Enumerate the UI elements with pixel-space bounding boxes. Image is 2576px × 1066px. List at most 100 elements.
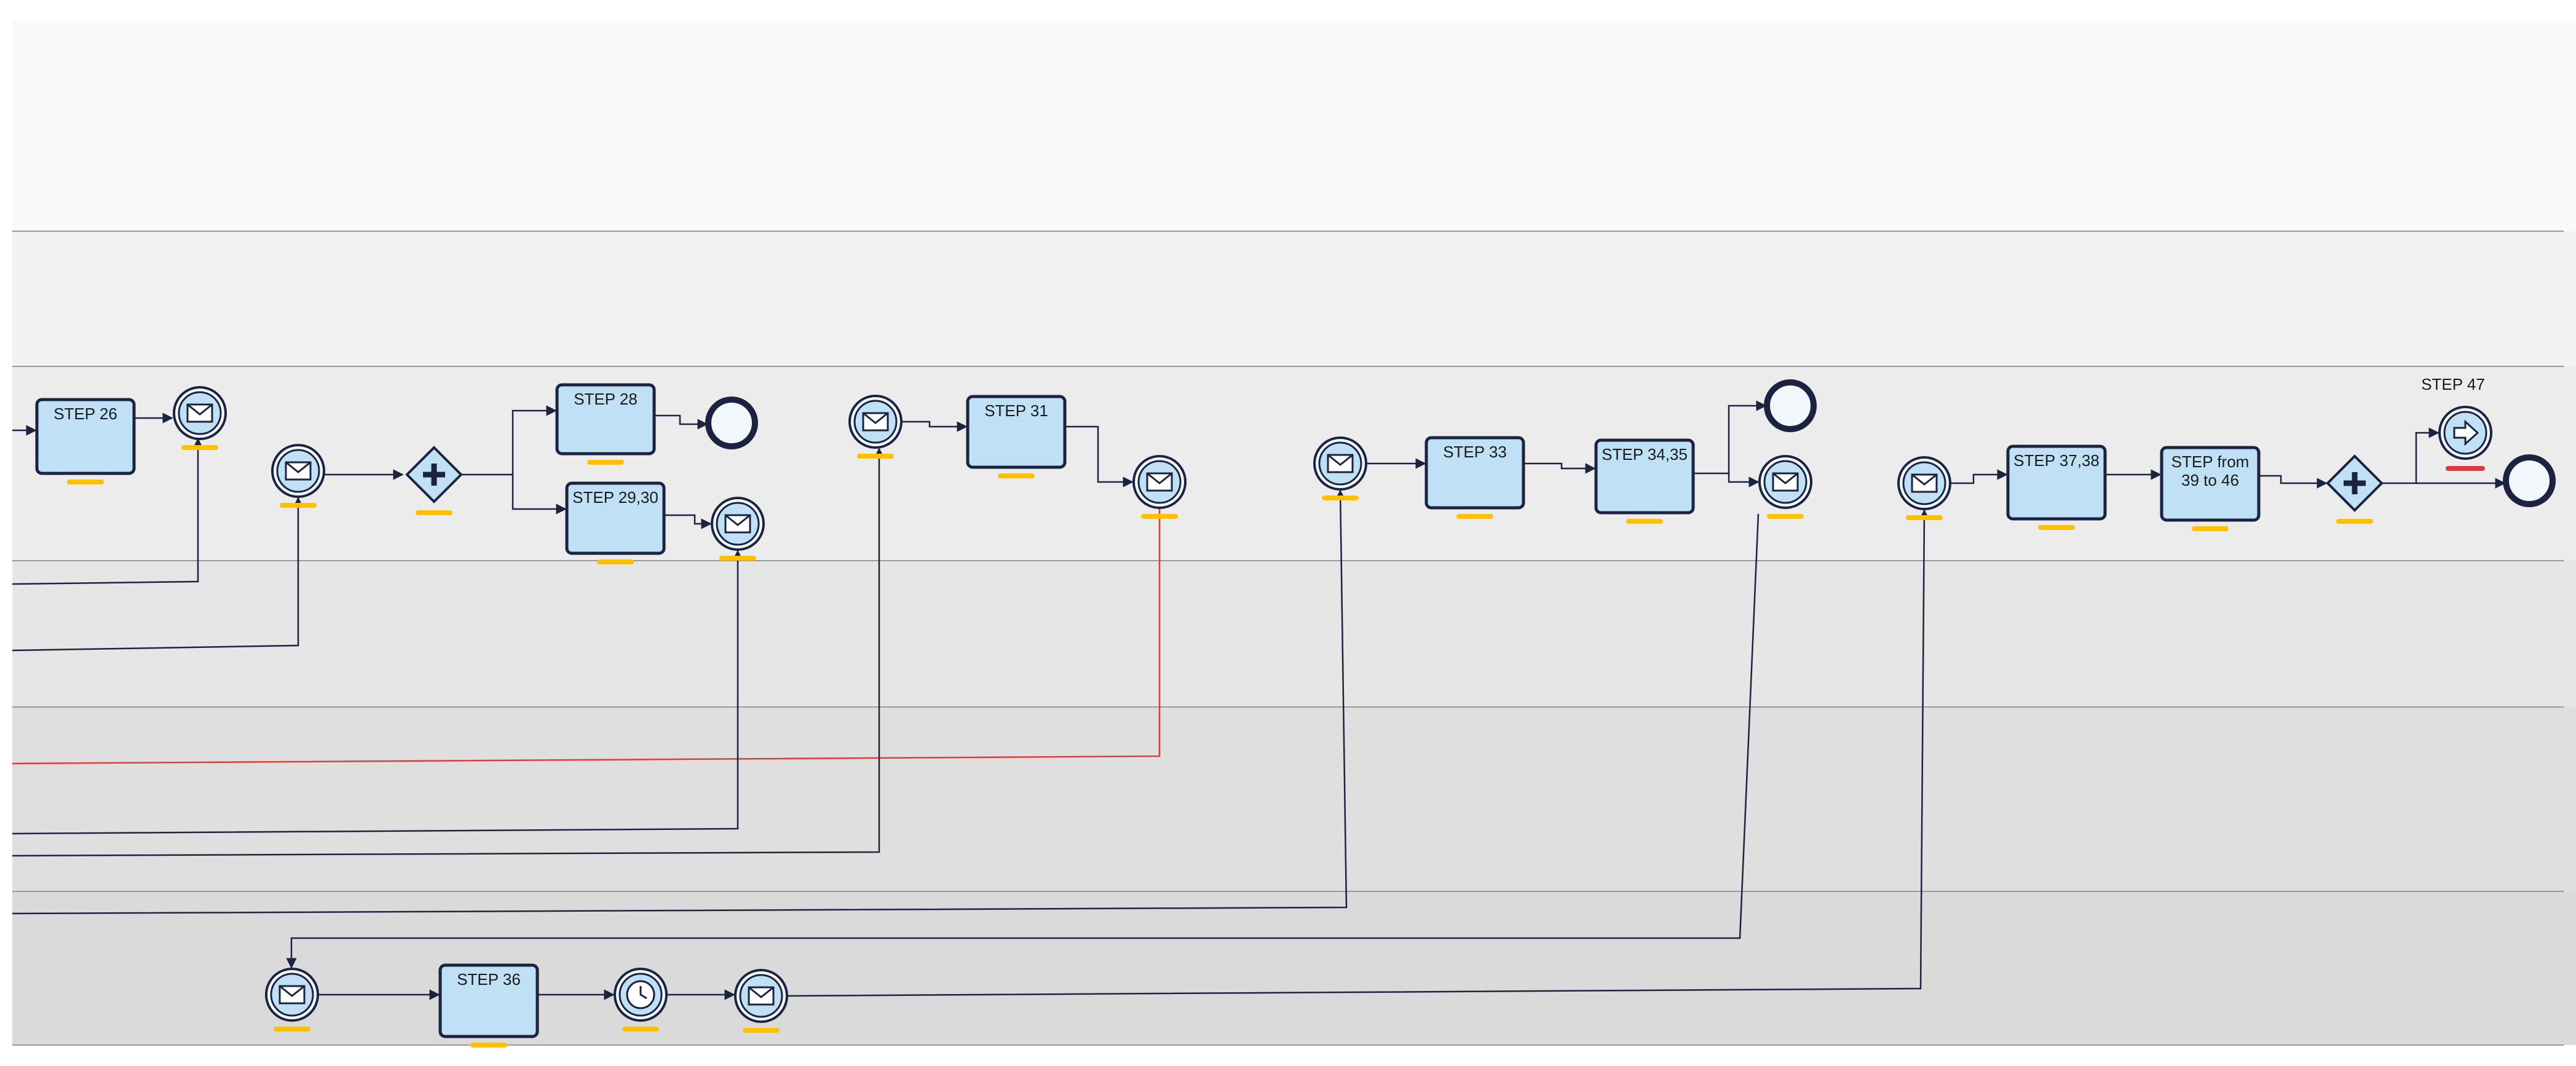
event-status-marker	[1322, 495, 1359, 500]
task-label: STEP 31	[984, 401, 1048, 420]
sequence-flows	[12, 400, 2506, 1000]
gateway-g1[interactable]	[405, 446, 463, 503]
envelope-flap	[1147, 472, 1172, 484]
task-t3435[interactable]: STEP 34,35	[1594, 438, 1695, 515]
sequence-flow	[12, 448, 885, 857]
envelope-flap	[1772, 472, 1798, 484]
sequence-flow	[664, 514, 712, 529]
task-box[interactable]	[1424, 436, 1525, 510]
task-label: STEP 33	[1443, 443, 1507, 461]
task-label: STEP 37,38	[2013, 451, 2100, 470]
event-s47[interactable]: STEP 47	[2421, 375, 2492, 460]
task-t31[interactable]: STEP 31	[966, 395, 1067, 469]
lane-6	[12, 891, 2576, 1045]
sequence-flow	[2259, 475, 2328, 489]
task-t26[interactable]: STEP 26	[35, 398, 136, 475]
task-box[interactable]	[966, 395, 1067, 469]
task-box[interactable]	[2006, 444, 2107, 521]
envelope-flap	[748, 986, 774, 998]
envelope-flap	[285, 461, 311, 473]
envelope-flap	[863, 412, 888, 424]
event-e1[interactable]	[705, 397, 758, 449]
event-m4[interactable]	[848, 395, 903, 449]
end-event-icon[interactable]	[705, 397, 758, 449]
event-status-marker	[719, 556, 756, 561]
sequence-flow	[1693, 400, 1767, 475]
event-m8[interactable]	[1897, 456, 1951, 510]
sequence-flow	[286, 513, 1760, 969]
sequence-flow	[2382, 427, 2440, 484]
envelope-flap	[279, 985, 305, 997]
event-status-marker	[274, 1027, 310, 1032]
task-box[interactable]	[2160, 446, 2261, 522]
task-status-marker	[597, 559, 634, 564]
event-status-marker	[1141, 514, 1178, 519]
error-flow	[12, 509, 1161, 765]
event-m1[interactable]	[173, 386, 227, 440]
task-box[interactable]	[438, 963, 539, 1038]
envelope-icon	[1772, 472, 1799, 492]
sequence-flow	[12, 497, 304, 652]
task-status-marker	[470, 1043, 507, 1048]
task-t2930[interactable]: STEP 29,30	[565, 481, 666, 555]
event-m5[interactable]	[1132, 455, 1187, 509]
sequence-flow	[461, 405, 557, 476]
task-box[interactable]	[565, 481, 666, 555]
task-t36[interactable]: STEP 36	[438, 963, 539, 1038]
lane-1	[12, 21, 2576, 231]
event-e3[interactable]	[2503, 454, 2556, 507]
event-m3[interactable]	[711, 497, 765, 551]
task-label: STEP 26	[53, 405, 117, 423]
gateway-status-marker	[2336, 519, 2373, 524]
clock-hands	[639, 986, 647, 1000]
event-status-marker	[743, 1028, 780, 1033]
sequence-flow	[12, 489, 1348, 915]
task-label: STEP 34,35	[1602, 445, 1688, 464]
task-status-marker	[998, 473, 1035, 478]
gateway-g2[interactable]	[2326, 454, 2384, 512]
event-m7[interactable]	[1758, 455, 1812, 509]
sequence-flow	[1065, 425, 1134, 488]
event-label: STEP 47	[2421, 375, 2485, 393]
event-m10[interactable]	[734, 969, 788, 1023]
sequence-flow	[12, 550, 743, 835]
task-box[interactable]	[35, 398, 136, 475]
sequence-flow	[1523, 462, 1596, 474]
end-event-icon[interactable]	[1764, 379, 1817, 432]
event-m9[interactable]	[265, 968, 319, 1022]
task-status-marker	[2038, 525, 2075, 530]
task-status-marker	[587, 460, 624, 465]
event-e2[interactable]	[1764, 379, 1817, 432]
arrow-right-icon	[2453, 419, 2479, 446]
lane-4	[12, 561, 2576, 707]
sequence-flow	[512, 475, 567, 515]
task-t28[interactable]: STEP 28	[555, 383, 656, 456]
event-m6[interactable]	[1313, 436, 1367, 491]
event-status-marker	[280, 503, 317, 508]
event-status-marker	[622, 1027, 659, 1032]
sequence-flow	[1950, 469, 2008, 484]
sequence-flow	[901, 420, 968, 432]
event-m2[interactable]	[271, 444, 325, 498]
end-event-icon[interactable]	[2503, 454, 2556, 507]
event-status-marker	[1767, 514, 1804, 519]
task-status-marker	[2192, 526, 2229, 531]
diagram-nodes: STEP 26 STEP 28 STEP 29,30 STEP 31 STEP 33 ST…	[35, 375, 2556, 1048]
task-status-marker	[67, 480, 104, 484]
task-label: STEP 36	[457, 970, 521, 989]
envelope-flap	[187, 403, 213, 416]
event-status-marker	[857, 454, 894, 459]
task-label: STEP 29,30	[572, 488, 658, 507]
task-box[interactable]	[1594, 438, 1695, 515]
task-label: STEP 28	[574, 390, 638, 408]
event-status-marker	[181, 445, 218, 450]
task-t33[interactable]: STEP 33	[1424, 436, 1525, 510]
gateway-status-marker	[416, 510, 452, 515]
task-status-marker	[1456, 514, 1493, 519]
task-box[interactable]	[555, 383, 656, 456]
event-tm1[interactable]	[614, 968, 668, 1022]
task-t3738[interactable]: STEP 37,38	[2006, 444, 2107, 521]
